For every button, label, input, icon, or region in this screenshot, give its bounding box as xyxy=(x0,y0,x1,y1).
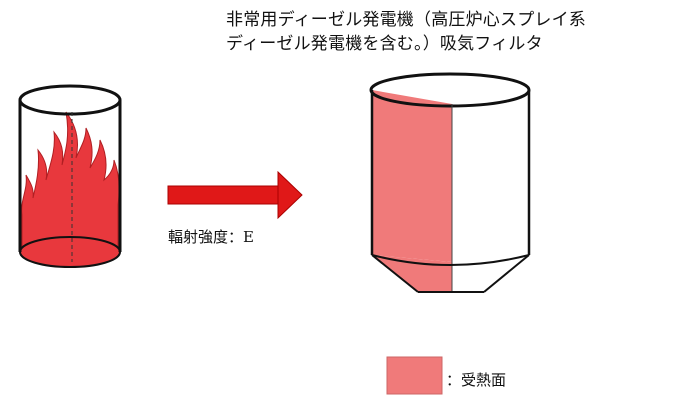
radiation-arrow xyxy=(167,170,303,220)
fire-cylinder xyxy=(18,84,122,268)
radiation-intensity-label: 輻射強度：E xyxy=(168,228,254,246)
fire-cylinder-bottom xyxy=(19,236,121,268)
heated-surface-body xyxy=(372,90,452,262)
intake-filter xyxy=(369,72,531,293)
title-line-2: ディーゼル発電機を含む。）吸気フィルタ xyxy=(226,34,543,54)
fire-cylinder-top xyxy=(18,84,122,116)
filter-top xyxy=(369,72,531,108)
title-line-1: 非常用ディーゼル発電機（高圧炉心スプレイ系 xyxy=(226,10,587,30)
legend-swatch xyxy=(386,356,443,395)
filter-body-bottom xyxy=(371,254,530,266)
legend-label: ：受熱面 xyxy=(446,371,507,389)
flame-shape xyxy=(21,111,120,253)
